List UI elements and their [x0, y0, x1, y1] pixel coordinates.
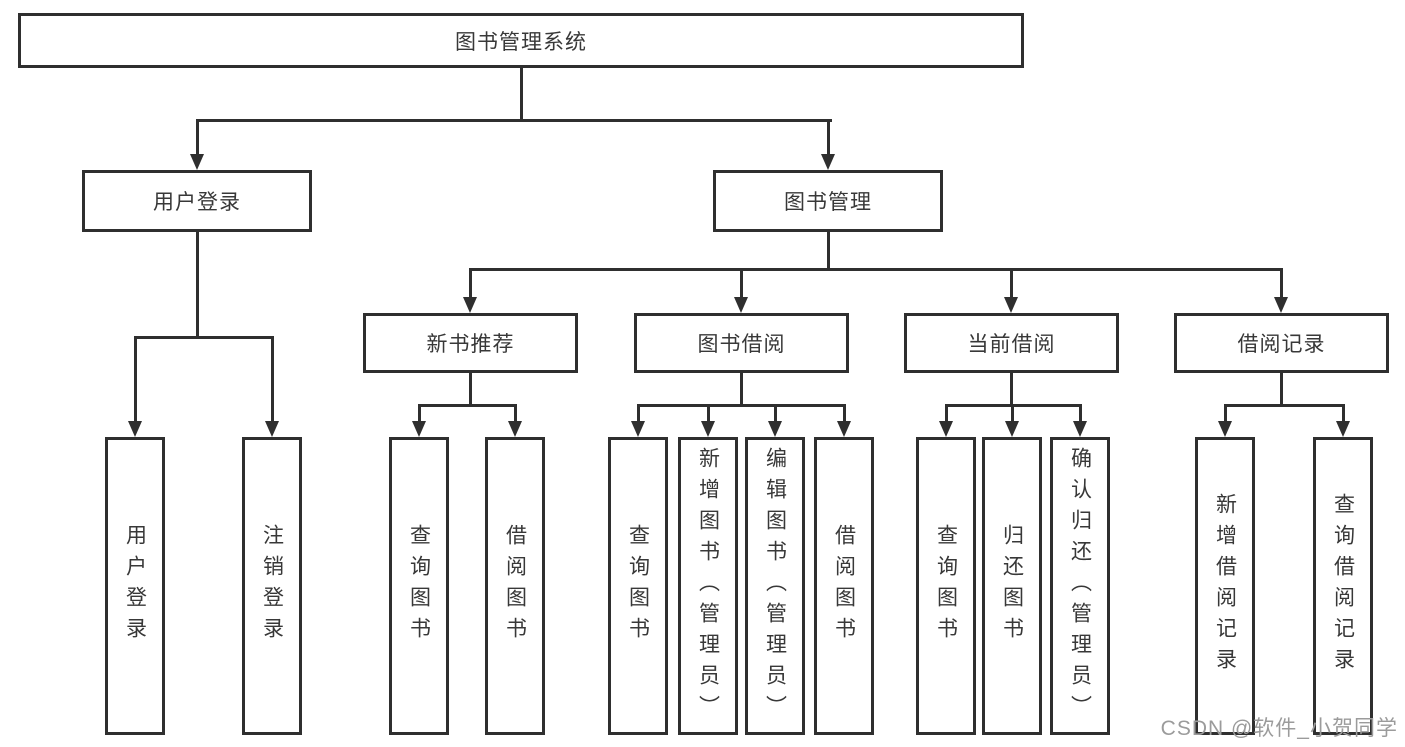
connector-vline: [826, 119, 830, 157]
connector-vline: [1223, 404, 1227, 423]
connector-vline: [706, 404, 710, 423]
connector-hline: [195, 119, 832, 122]
connector-vline: [417, 404, 421, 423]
arrowhead-down: [631, 421, 645, 437]
node-current-borrow: 当前借阅: [904, 313, 1119, 373]
leaf-query-borrow-record: 查询借阅记录: [1313, 437, 1373, 735]
node-new-book-recommend: 新书推荐: [363, 313, 578, 373]
connector-hline: [1223, 404, 1345, 407]
leaf-label: 归还图书: [1000, 524, 1024, 648]
connector-vline: [1341, 404, 1345, 423]
arrowhead-down: [734, 297, 748, 313]
node-book-management: 图书管理: [713, 170, 943, 232]
connector-vline: [636, 404, 640, 423]
connector-vline: [133, 336, 137, 422]
connector-hline: [133, 336, 274, 339]
node-book-borrow: 图书借阅: [634, 313, 849, 373]
arrowhead-down: [1336, 421, 1350, 437]
connector-hline: [417, 404, 517, 407]
leaf-label: 编辑图书（管理员）: [763, 446, 787, 726]
node-label: 图书管理系统: [455, 30, 587, 54]
connector-vline: [944, 404, 948, 423]
connector-vline: [1010, 404, 1014, 423]
leaf-label: 查询图书: [626, 524, 650, 648]
node-label: 用户登录: [153, 191, 241, 214]
connector-vline: [826, 232, 830, 271]
leaf-edit-book-admin: 编辑图书（管理员）: [745, 437, 805, 735]
node-label: 借阅记录: [1237, 333, 1326, 356]
connector-vline: [1078, 404, 1082, 423]
leaf-label: 查询借阅记录: [1331, 493, 1355, 679]
leaf-label: 借阅图书: [503, 524, 527, 648]
leaf-user-login: 用户登录: [105, 437, 165, 735]
csdn-watermark: CSDN @软件_小贺同学: [1160, 717, 1398, 740]
connector-vline: [842, 404, 846, 423]
leaf-add-borrow-record: 新增借阅记录: [1195, 437, 1255, 735]
connector-hline: [468, 268, 1283, 271]
leaf-label: 查询图书: [407, 524, 431, 648]
leaf-label: 借阅图书: [832, 524, 856, 648]
leaf-label: 新增借阅记录: [1213, 493, 1237, 679]
leaf-label: 注销登录: [260, 524, 284, 648]
leaf-label: 用户登录: [123, 524, 147, 648]
connector-vline: [1279, 268, 1283, 299]
connector-vline: [270, 336, 274, 422]
leaf-add-book-admin: 新增图书（管理员）: [678, 437, 738, 735]
leaf-query-books-3: 查询图书: [916, 437, 976, 735]
leaf-query-books-1: 查询图书: [389, 437, 449, 735]
leaf-borrow-books-1: 借阅图书: [485, 437, 545, 735]
leaf-query-books-2: 查询图书: [608, 437, 668, 735]
connector-vline: [739, 268, 743, 299]
arrowhead-down: [1218, 421, 1232, 437]
arrowhead-down: [701, 421, 715, 437]
leaf-return-book: 归还图书: [982, 437, 1042, 735]
connector-hline: [636, 404, 846, 407]
connector-vline: [195, 119, 199, 157]
arrowhead-down: [265, 421, 279, 437]
arrowhead-down: [128, 421, 142, 437]
arrowhead-down: [190, 154, 204, 170]
connector-vline: [519, 68, 523, 119]
node-label: 新书推荐: [426, 333, 515, 356]
leaf-label: 新增图书（管理员）: [696, 446, 720, 726]
arrowhead-down: [1073, 421, 1087, 437]
node-user-login: 用户登录: [82, 170, 312, 232]
connector-vline: [739, 373, 743, 407]
leaf-label: 查询图书: [934, 524, 958, 648]
leaf-borrow-books-2: 借阅图书: [814, 437, 874, 735]
arrowhead-down: [1004, 297, 1018, 313]
arrowhead-down: [837, 421, 851, 437]
connector-vline: [468, 268, 472, 299]
connector-vline: [1009, 373, 1013, 407]
leaf-label: 确认归还（管理员）: [1068, 446, 1092, 726]
arrowhead-down: [821, 154, 835, 170]
arrowhead-down: [508, 421, 522, 437]
connector-vline: [195, 232, 199, 338]
connector-vline: [1009, 268, 1013, 299]
arrowhead-down: [768, 421, 782, 437]
connector-vline: [513, 404, 517, 423]
node-label: 图书管理: [784, 191, 872, 214]
arrowhead-down: [1005, 421, 1019, 437]
leaf-logout: 注销登录: [242, 437, 302, 735]
node-library-system: 图书管理系统: [18, 13, 1024, 68]
arrowhead-down: [463, 297, 477, 313]
node-borrow-records: 借阅记录: [1174, 313, 1389, 373]
node-label: 当前借阅: [967, 333, 1056, 356]
arrowhead-down: [939, 421, 953, 437]
connector-vline: [1279, 373, 1283, 407]
connector-vline: [773, 404, 777, 423]
leaf-confirm-return-admin: 确认归还（管理员）: [1050, 437, 1110, 735]
arrowhead-down: [412, 421, 426, 437]
node-label: 图书借阅: [697, 333, 786, 356]
connector-vline: [468, 373, 472, 407]
arrowhead-down: [1274, 297, 1288, 313]
